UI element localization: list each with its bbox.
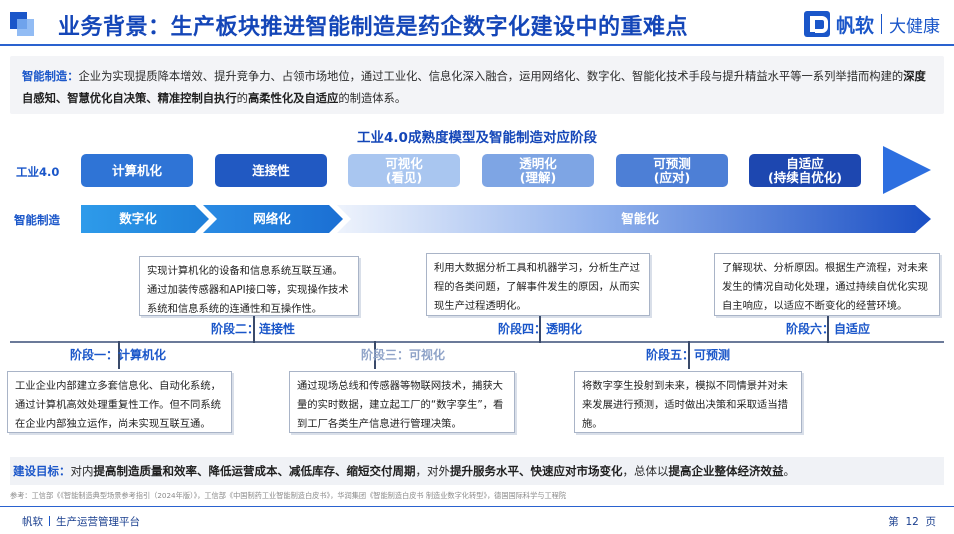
phase-label-4: 阶段四：透明化 <box>498 322 583 336</box>
reference-note: 参考：工信部《《智能制造典型场景参考指引（2024年版）》，工信部《中国制药工业… <box>10 491 567 500</box>
intro-text: 企业为实现提质降本增效、提升竞争力、占领市场地位，通过工业化、信息化深入融合，运… <box>78 70 904 83</box>
step-adaptive: 自适应 (持续自优化) <box>749 154 861 187</box>
step-computerization: 计算机化 <box>81 154 193 187</box>
step-transparency: 透明化 (理解) <box>482 154 594 187</box>
intro-text: 的制造体系。 <box>338 92 407 105</box>
intro-highlight: 深度自感知、智慧优化自决策、精准控制自执行 <box>22 70 926 105</box>
timeline-tick <box>688 341 690 369</box>
step-sublabel: (持续自优化) <box>768 169 842 185</box>
step-sublabel: (应对) <box>653 169 691 185</box>
brand-name: 帆软 <box>835 14 874 37</box>
title-divider <box>0 44 954 46</box>
step-label: 自适应 <box>786 155 824 171</box>
brand-separator <box>881 14 882 34</box>
intro-text: 的 <box>236 92 248 105</box>
step-label: 透明化 <box>519 155 557 171</box>
phase-label-2: 阶段二：连接性 <box>211 322 296 336</box>
brand-subtitle: 大健康 <box>889 16 940 37</box>
timeline-tick <box>253 316 255 343</box>
progress-arrow-icon <box>883 146 931 194</box>
note-phase2: 实现计算机化的设备和信息系统互联互通。通过加装传感器和API接口等，实现操作技术… <box>139 256 359 316</box>
note-phase1: 工业企业内部建立多套信息化、自动化系统，通过计算机高效处理重复性工作。但不同系统… <box>7 371 232 433</box>
note-phase3: 通过现场总线和传感器等物联网技术，捕获大量的实时数据，建立起工厂的“数字孪生”，… <box>289 371 515 433</box>
goal-text: 。 <box>783 464 796 478</box>
construction-goal: 建设目标：对内提高制造质量和效率、降低运营成本、减低库存、缩短交付周期，对外提升… <box>10 457 944 485</box>
phase-label-1: 阶段一：计算机化 <box>70 348 167 362</box>
stage-intelligence-shape <box>337 205 931 233</box>
step-sublabel: (理解) <box>519 169 557 185</box>
step-label: 连接性 <box>252 162 290 178</box>
stage-networking-shape <box>203 205 343 233</box>
footer-divider <box>0 506 954 507</box>
phase-timeline <box>10 341 944 343</box>
goal-lead: 建设目标： <box>13 464 71 478</box>
phase-label-5: 阶段五：可预测 <box>646 348 731 362</box>
step-sublabel: (看见) <box>385 169 423 185</box>
page-title: 业务背景：生产板块推进智能制造是药企数字化建设中的重难点 <box>58 15 689 40</box>
step-visibility: 可视化 (看见) <box>348 154 460 187</box>
stage-digitalization: 数字化 <box>119 211 157 226</box>
brand: 帆软 大健康 <box>803 9 940 39</box>
timeline-tick <box>374 341 376 369</box>
phase-label-6: 阶段六：自适应 <box>786 322 871 336</box>
goal-text: ，总体以 <box>622 464 669 478</box>
stage-networking: 网络化 <box>253 211 291 226</box>
row-label-smart-manufacturing: 智能制造 <box>14 213 60 227</box>
footer-platform: 生产运营管理平台 <box>56 516 140 528</box>
step-predictive: 可预测 (应对) <box>616 154 728 187</box>
goal-highlight: 提升服务水平、快速应对市场变化 <box>450 464 623 478</box>
step-connectivity: 连接性 <box>215 154 327 187</box>
intro-lead: 智能制造： <box>22 70 79 83</box>
goal-text: 对内 <box>70 464 94 478</box>
step-label: 计算机化 <box>111 162 162 178</box>
timeline-tick <box>827 316 829 343</box>
note-phase4: 利用大数据分析工具和机器学习，分析生产过程的各类问题，了解事件发生的原因，从而实… <box>426 253 650 316</box>
footer-separator <box>49 516 50 526</box>
intro-definition: 智能制造：企业为实现提质降本增效、提升竞争力、占领市场地位，通过工业化、信息化深… <box>10 56 944 114</box>
phase-label-3: 阶段三：可视化 <box>361 348 446 362</box>
fanruan-logo-icon <box>803 11 830 37</box>
timeline-tick <box>539 316 541 343</box>
intro-highlight: 高柔性化及自适应 <box>247 92 339 105</box>
timeline-tick <box>118 341 120 369</box>
note-phase6: 了解现状、分析原因。根据生产流程，对未来发生的情况自动化处理，通过持续自优化实现… <box>714 253 940 316</box>
goal-text: ，对外 <box>415 464 451 478</box>
step-label: 可预测 <box>653 155 691 171</box>
row-label-industry40: 工业4.0 <box>16 165 60 179</box>
goal-highlight: 提高企业整体经济效益 <box>668 464 784 478</box>
note-phase5: 将数字孪生投射到未来，模拟不同情景并对未来发展进行预测，适时做出决策和采取适当措… <box>574 371 802 433</box>
goal-highlight: 提高制造质量和效率、降低运营成本、减低库存、缩短交付周期 <box>93 464 416 478</box>
title-decoration-icon <box>10 12 34 36</box>
footer-brand-name: 帆软 <box>22 516 43 528</box>
footer-brand: 帆软 生产运营管理平台 <box>22 514 140 529</box>
page-number: 第 12 页 <box>888 516 936 528</box>
step-label: 可视化 <box>385 155 423 171</box>
model-title: 工业4.0成熟度模型及智能制造对应阶段 <box>357 130 597 146</box>
stage-intelligence: 智能化 <box>621 211 659 226</box>
stage-digitalization-shape <box>81 205 209 233</box>
